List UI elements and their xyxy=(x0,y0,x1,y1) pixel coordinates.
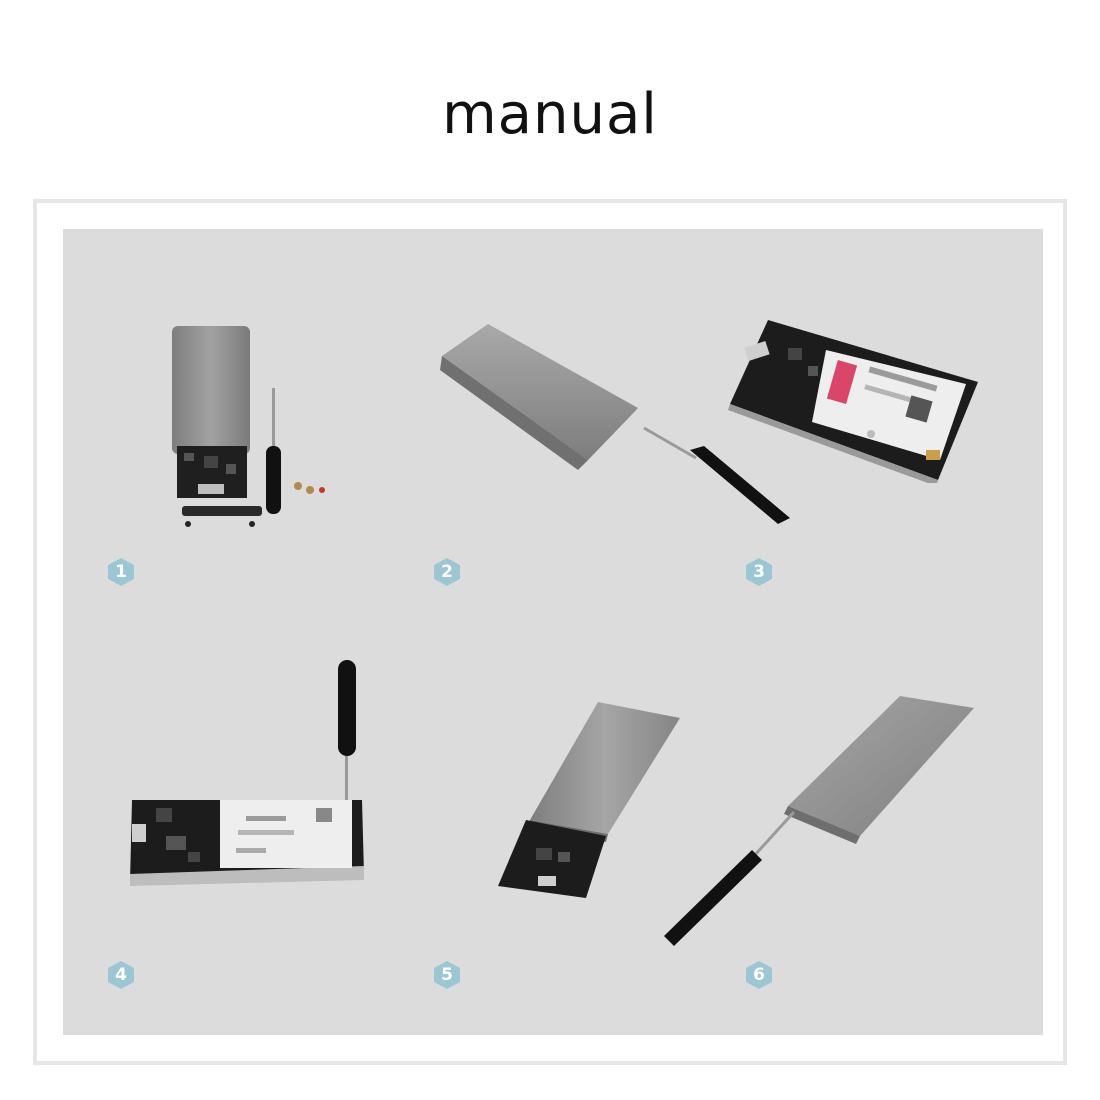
step-6-number: 6 xyxy=(753,965,765,985)
step-6-illustration xyxy=(664,694,976,950)
step-3-badge: 3 xyxy=(744,557,774,587)
step-1-illustration xyxy=(160,318,350,538)
step-4-number: 4 xyxy=(115,965,127,985)
step-2-badge: 2 xyxy=(432,557,462,587)
step-4-illustration xyxy=(126,660,376,886)
step-1-badge: 1 xyxy=(106,557,136,587)
step-6-badge: 6 xyxy=(744,960,774,990)
step-2-illustration xyxy=(438,300,798,535)
step-3-illustration xyxy=(728,318,978,483)
step-1-number: 1 xyxy=(115,562,127,582)
step-5-number: 5 xyxy=(441,965,453,985)
step-3-number: 3 xyxy=(753,562,765,582)
step-5-illustration xyxy=(498,702,684,898)
page-title: manual xyxy=(442,82,658,147)
step-5-badge: 5 xyxy=(432,960,462,990)
step-2-number: 2 xyxy=(441,562,453,582)
step-4-badge: 4 xyxy=(106,960,136,990)
